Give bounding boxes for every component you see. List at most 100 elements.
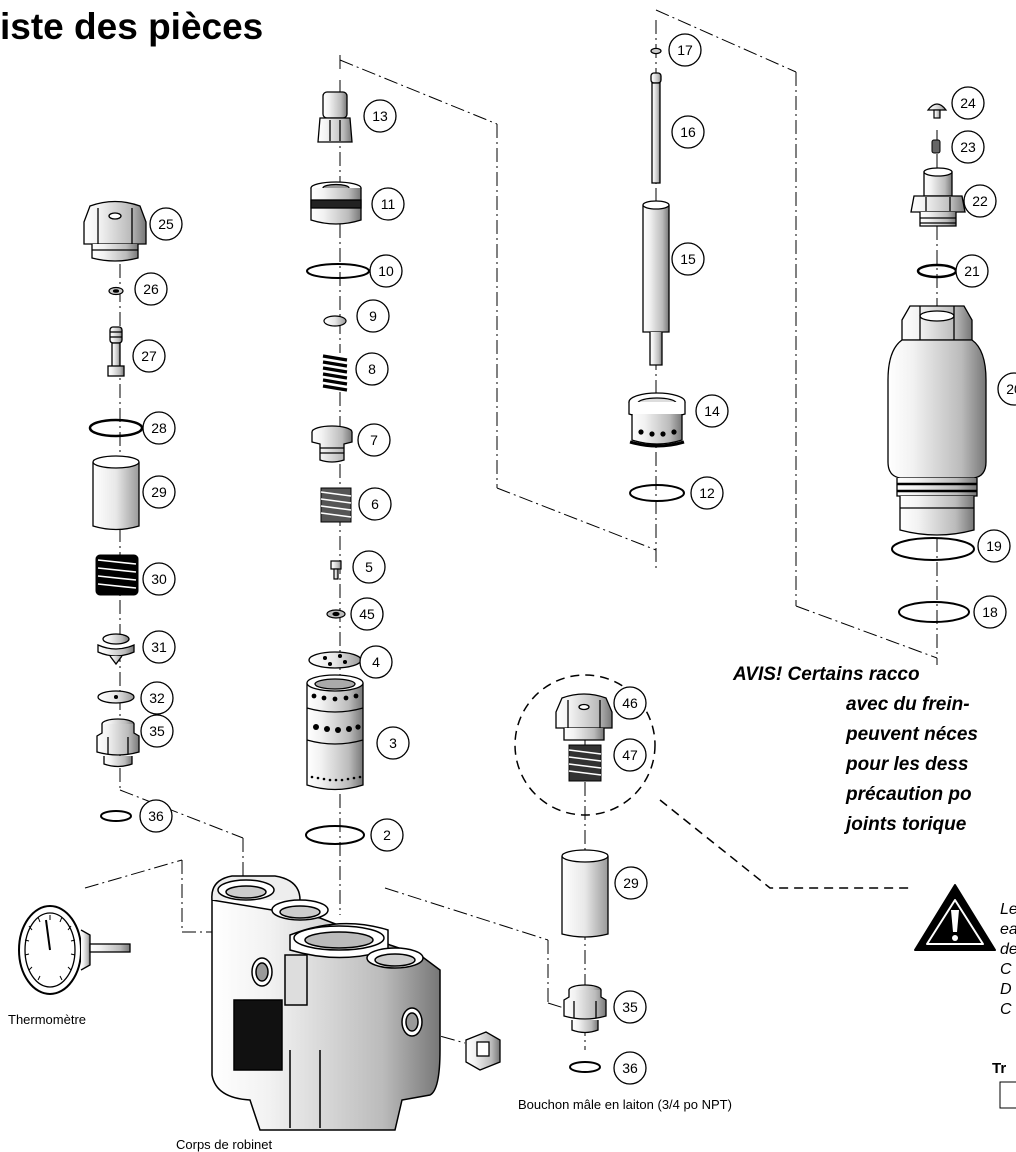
- caution-text: Le ea de C D C: [1000, 900, 1016, 1020]
- part-32: [97, 690, 135, 704]
- callout-9: 9: [369, 308, 377, 324]
- callout-36: 36: [148, 808, 164, 824]
- thermometer-drawing: [18, 905, 131, 995]
- callout-31: 31: [151, 639, 167, 655]
- part-24: [926, 103, 948, 119]
- callout-5: 5: [365, 559, 373, 575]
- callout-22: 22: [972, 193, 988, 209]
- part-29-left: [92, 455, 140, 531]
- callout-11: 11: [381, 196, 396, 212]
- callout-6: 6: [371, 496, 379, 512]
- valve-body-drawing: [211, 875, 441, 1131]
- section-heading: Tr: [992, 1060, 1007, 1077]
- part-28: [88, 418, 144, 438]
- callout-36b: 36: [622, 1060, 638, 1076]
- part-46: [555, 693, 613, 741]
- callout-14: 14: [704, 403, 720, 419]
- callout-29: 29: [151, 484, 167, 500]
- callout-32: 32: [149, 690, 165, 706]
- notice-line-1: Certains racco: [787, 664, 920, 685]
- callout-35: 35: [149, 723, 165, 739]
- part-3: [306, 674, 364, 791]
- callout-13: 13: [372, 108, 388, 124]
- caution-line-6: C: [1000, 1001, 1012, 1018]
- callout-20: 20: [1006, 381, 1016, 397]
- part-6: [320, 487, 352, 523]
- callout-46: 46: [622, 695, 638, 711]
- part-23: [931, 139, 941, 154]
- callout-10: 10: [378, 263, 394, 279]
- notice-line-3: peuvent néces: [846, 724, 978, 745]
- part-36-left: [100, 810, 132, 822]
- part-26: [108, 286, 124, 296]
- callout-2: 2: [383, 827, 391, 843]
- valve-body-label: Corps de robinet: [176, 1137, 273, 1152]
- part-7: [311, 425, 353, 463]
- notice-text: AVIS! Certains racco avec du frein- peuv…: [733, 660, 978, 840]
- notice-line-6: joints torique: [846, 814, 967, 835]
- part-18: [898, 601, 970, 623]
- part-11: [310, 181, 362, 225]
- detail-circle: [514, 674, 910, 889]
- callout-45: 45: [359, 606, 375, 622]
- part-45: [326, 609, 346, 619]
- part-19: [891, 537, 975, 561]
- notice-prefix: AVIS!: [733, 664, 783, 685]
- callout-4: 4: [372, 654, 380, 670]
- callout-47: 47: [622, 747, 638, 763]
- callout-27: 27: [141, 348, 157, 364]
- brass-plug-label: Bouchon mâle en laiton (3/4 po NPT): [518, 1097, 732, 1112]
- callout-23: 23: [960, 139, 976, 155]
- callout-numbers: 13 11 10 9 8 7 6 5 45 4 3 2 25 26 27 28 …: [141, 42, 1016, 1076]
- part-13: [317, 91, 353, 143]
- callout-15: 15: [680, 251, 696, 267]
- part-20: [887, 305, 987, 536]
- brass-plug-drawing: [465, 1031, 501, 1071]
- notice-line-5: précaution po: [846, 784, 972, 805]
- part-5: [330, 560, 342, 580]
- part-47: [568, 744, 602, 782]
- callout-26: 26: [143, 281, 159, 297]
- page-title: iste des pièces: [0, 6, 264, 47]
- callout-16: 16: [680, 124, 696, 140]
- callout-30: 30: [151, 571, 167, 587]
- part-14: [628, 392, 686, 448]
- callout-12: 12: [699, 485, 715, 501]
- callout-8: 8: [368, 361, 376, 377]
- callout-7: 7: [370, 432, 378, 448]
- warning-triangle-icon: [914, 884, 996, 951]
- caution-line-4: C: [1000, 961, 1012, 978]
- callout-28: 28: [151, 420, 167, 436]
- part-12: [629, 484, 685, 502]
- callout-21: 21: [964, 263, 980, 279]
- caution-line-5: D: [1000, 981, 1012, 998]
- callout-24: 24: [960, 95, 976, 111]
- part-25: [83, 200, 147, 262]
- part-10: [306, 263, 370, 279]
- callout-3: 3: [389, 735, 397, 751]
- part-9: [323, 315, 347, 327]
- part-2: [305, 825, 365, 845]
- caution-line-3: de: [1000, 941, 1016, 958]
- thermometer-label: Thermomètre: [8, 1012, 87, 1027]
- part-4: [308, 651, 362, 669]
- part-8: [322, 353, 348, 392]
- notice-line-2: avec du frein-: [846, 694, 970, 715]
- part-22: [910, 167, 966, 227]
- part-17: [650, 47, 662, 55]
- part-16: [650, 72, 662, 184]
- caution-line-1: Le: [1000, 901, 1016, 918]
- part-29-right: [561, 849, 609, 938]
- part-35-left: [96, 718, 140, 768]
- callout-35b: 35: [622, 999, 638, 1015]
- callout-circles: [132, 33, 1016, 1085]
- part-27: [107, 326, 125, 377]
- part-31: [97, 633, 135, 666]
- part-35-right: [563, 984, 607, 1034]
- caution-line-2: ea: [1000, 921, 1016, 938]
- callout-29b: 29: [623, 875, 639, 891]
- part-30: [95, 554, 139, 596]
- table-box: [999, 1081, 1016, 1109]
- callout-18: 18: [982, 604, 998, 620]
